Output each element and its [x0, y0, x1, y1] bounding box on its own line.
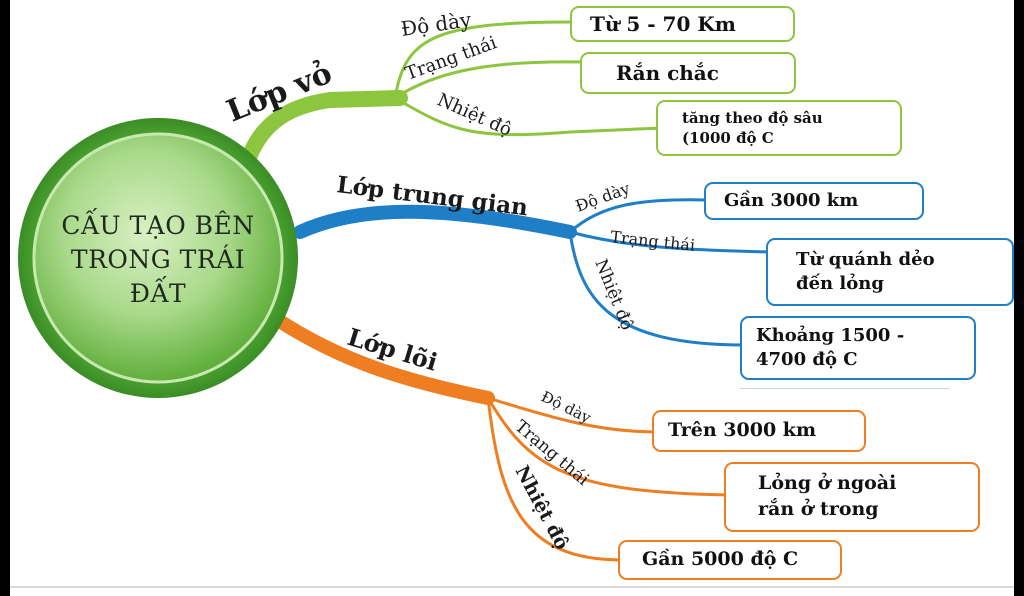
core-state-box: Lỏng ở ngoài rắn ở trong: [724, 462, 980, 532]
crust-thickness-connector: [393, 20, 571, 99]
core-temp-connector: [486, 397, 623, 562]
mantle-thickness-box: Gần 3000 km: [704, 182, 924, 220]
core-thickness-box: Trên 3000 km: [652, 410, 866, 452]
mantle-temp-value-line-1: Khoảng 1500 -: [756, 324, 905, 346]
crust-thickness-value: Từ 5 - 70 Km: [590, 11, 736, 36]
mantle-temp-label: Nhiệt độ: [590, 256, 637, 333]
mantle-state-value-line-1: Từ quánh dẻo: [796, 248, 935, 270]
crust-state-value: Rắn chắc: [616, 60, 719, 85]
crust-thickness-label: Độ dày: [399, 7, 473, 41]
crust-state-box: Rắn chắc: [580, 52, 796, 94]
mantle-state-label: Trạng thái: [610, 227, 696, 255]
center-title-line-1: CẤU TẠO BÊN: [61, 209, 254, 240]
core-temp-box: Gần 5000 độ C: [618, 540, 842, 580]
mantle-temp-value-line-2: 4700 độ C: [756, 349, 858, 370]
core-thickness-connector: [487, 396, 659, 434]
crust-temp-value-line-2: (1000 độ C: [682, 129, 774, 147]
mantle-state-connector: [569, 230, 771, 254]
center-title-line-2: TRONG TRÁI: [71, 245, 245, 274]
center-circle-inner: [32, 132, 284, 384]
core-main-branch: [271, 313, 495, 405]
core-thickness-value: Trên 3000 km: [668, 419, 817, 442]
core-state-connector: [486, 397, 729, 497]
mantle-thickness-label: Độ dày: [573, 179, 633, 216]
mantle-main-branch: [293, 204, 577, 239]
crust-temp-value-line-1: tăng theo độ sâu: [682, 108, 823, 127]
mantle-thickness-connector: [568, 198, 709, 234]
mantle-thickness-value: Gần 3000 km: [724, 189, 859, 211]
crust-thickness-box: Từ 5 - 70 Km: [570, 6, 795, 42]
crust-temp-connector: [394, 96, 663, 137]
crust-state-label: Trạng thái: [403, 32, 500, 84]
core-temp-value: Gần 5000 độ C: [642, 548, 799, 571]
bottom-divider: [10, 586, 1014, 588]
center-title-line-3: ĐẤT: [130, 277, 186, 308]
crust-temp-box: tăng theo độ sâu (1000 độ C: [656, 100, 902, 156]
mantle-divider: [740, 388, 950, 389]
mantle-state-box: Từ quánh dẻo đến lỏng: [766, 238, 1014, 306]
mantle-temp-box: Khoảng 1500 - 4700 độ C: [740, 316, 976, 380]
mantle-temp-connector: [568, 231, 746, 347]
core-state-value-line-2: rắn ở trong: [758, 498, 879, 520]
core-state-value-line-1: Lỏng ở ngoài: [758, 472, 897, 495]
mindmap-diagram: CẤU TẠO BÊN TRONG TRÁI ĐẤT Lớp vỏ Lớp tr…: [18, 7, 771, 562]
mindmap-canvas: CẤU TẠO BÊN TRONG TRÁI ĐẤT Lớp vỏ Lớp tr…: [10, 0, 1014, 596]
mantle-state-value-line-2: đến lỏng: [796, 273, 884, 294]
crust-state-connector: [394, 60, 583, 100]
